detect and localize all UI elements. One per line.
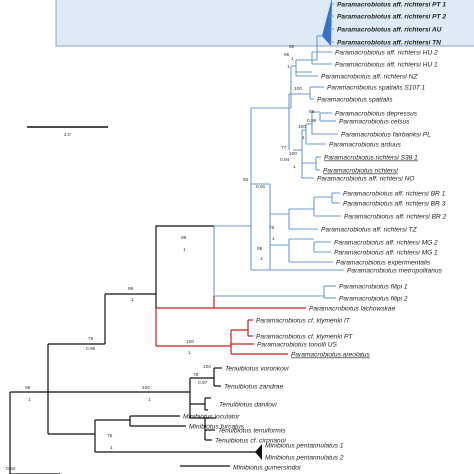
taxon-label: Tenuibiotus voronkovi — [225, 366, 289, 373]
minibiotus-triangle — [255, 444, 262, 460]
support-value: 1 — [287, 64, 290, 70]
support-value: 77 — [281, 145, 287, 151]
support-value: 1 — [188, 350, 191, 356]
support-value: 1 — [260, 256, 263, 262]
support-value: 76 — [107, 433, 113, 439]
support-values: 80 1 95 1 100 86 0.99 100 1 77 0.94 100 … — [6, 44, 317, 472]
taxon-label: Tenuibiotus tenuiformis — [218, 428, 286, 435]
taxon-label: Minibiotus gumersindoi — [233, 465, 301, 472]
support-value: 1 — [272, 236, 275, 242]
support-value: 100 — [142, 385, 150, 391]
taxon-label: Paramacrobiotus aff. richtersi BR 3 — [343, 201, 446, 208]
taxon-label: Paramacrobiotus aff. richtersi BR 2 — [344, 214, 447, 221]
black-branches — [9, 225, 262, 474]
taxon-label: Paramacrobiotus depressus — [335, 111, 418, 118]
taxon-label: Paramacrobiotus spatialis S107 1 — [327, 85, 426, 92]
taxon-label: Paramacrobiotus richtersi — [323, 168, 398, 175]
taxon-label: Paramacrobiotus arduus — [329, 142, 402, 149]
taxon-label: Paramacrobiotus fairbanksi PL — [341, 132, 431, 139]
support-value: 50 — [243, 177, 249, 183]
support-value: 100 — [298, 124, 306, 130]
taxon-label: Paramacrobiotus aff. richtersi MG 1 — [334, 250, 438, 257]
blue-clade-branches — [213, 51, 344, 299]
support-value: 75 — [88, 336, 94, 342]
taxon-label: Tenuibiotus zandrae — [224, 384, 283, 391]
taxon-label: Paramacrobiotus experimentalis — [336, 260, 431, 267]
support-value: 0.97 — [198, 380, 208, 386]
support-value: 100 — [289, 151, 297, 157]
support-value: 1 — [148, 397, 151, 403]
taxon-label: Paramacrobiotus aff. richtersi TN — [337, 40, 441, 47]
taxon-label: Minibiotus pentannulatus 2 — [265, 455, 344, 462]
taxon-label: Paramacrobiotus cf. klymenki IT — [256, 318, 351, 325]
support-value: 1 — [28, 397, 31, 403]
support-value: 1 — [302, 135, 305, 141]
highlighted-labels: Paramacrobiotus aff. richtersi PT 1 Para… — [337, 2, 446, 47]
taxon-label: Paramacrobiotus aff. richtersi PT 1 — [337, 2, 446, 9]
taxon-label: Paramacrobiotus spatialis — [317, 97, 393, 104]
taxon-label: Paramacrobiotus areolatus — [291, 352, 371, 359]
support-value: 76 — [269, 225, 275, 231]
support-value: 1 — [110, 445, 113, 451]
support-value: 0.91 — [256, 184, 266, 190]
support-value: 0.99 — [307, 118, 317, 124]
support-value: 100 — [294, 86, 302, 92]
support-value: 100 — [203, 364, 211, 370]
taxon-label: Paramacrobiotus aff. richtersi PT 2 — [337, 14, 446, 21]
taxon-label: Paramacrobiotus richtersi S38 1 — [324, 155, 418, 162]
taxon-label: Paramacrobiotus filipi 1 — [339, 284, 408, 291]
taxon-labels: Paramacrobiotus aff. richtersi HU 2 Para… — [183, 50, 447, 472]
taxon-label: Minibiotus ioculator — [183, 414, 240, 421]
scale-bar-label: 2.0 — [64, 132, 71, 138]
taxon-label: Paramacrobiotus celsus — [339, 119, 410, 126]
taxon-label: Paramacrobiotus tonolli US — [257, 342, 337, 349]
taxon-label: Paramacrobiotus metropolitanus — [347, 268, 443, 275]
support-value: 86 — [309, 109, 315, 115]
taxon-label: Paramacrobiotus aff. richtersi TZ — [321, 227, 418, 234]
support-value: 98 — [181, 235, 187, 241]
taxon-label: Paramacrobiotus filipi 2 — [339, 296, 408, 303]
support-value: 78 — [193, 372, 199, 378]
taxon-label: Minibiotus furcatus — [189, 424, 245, 431]
support-value: 98 — [257, 246, 263, 252]
support-value: 1 — [131, 297, 134, 303]
support-value: 80 — [289, 44, 295, 50]
red-clade-branches — [155, 296, 306, 355]
taxon-label: Paramacrobiotus aff. richtersi NZ — [321, 74, 418, 81]
taxon-label: Paramacrobiotus lachowskae — [309, 306, 395, 313]
taxon-label: Minibiotus pentannulatus 1 — [265, 443, 344, 450]
support-value: 0.96 — [86, 346, 96, 352]
taxon-label: Tenuibiotus cf. cirprianoi — [215, 438, 286, 445]
taxon-label: Paramacrobiotus cf. klymenki PT — [256, 334, 353, 341]
taxon-label: Paramacrobiotus aff. richtersi MG 2 — [334, 240, 438, 247]
support-value: 1 — [183, 247, 186, 253]
support-value: 100 — [186, 339, 194, 345]
support-value: 96 — [25, 385, 31, 391]
support-value: 95 — [284, 52, 290, 58]
support-value: 0.94 — [280, 157, 290, 163]
collapsed-clade-triangle — [322, 0, 332, 46]
support-value: 96 — [128, 286, 134, 292]
highlight-box — [55, 0, 474, 47]
taxon-label: Paramacrobiotus aff. richtersi NO — [317, 176, 414, 183]
support-value: 1 — [293, 164, 296, 170]
taxon-label: Paramacrobiotus aff. richtersi AU — [337, 27, 442, 34]
taxon-label: Tenuibiotus danilovi — [219, 402, 277, 409]
taxon-label: Paramacrobiotus aff. richtersi HU 2 — [335, 50, 438, 57]
taxon-label: Paramacrobiotus aff. richtersi HU 1 — [335, 62, 438, 69]
support-value: 1 — [291, 56, 294, 62]
support-value: 0.93 — [6, 466, 16, 472]
taxon-label: Paramacrobiotus aff. richtersi BR 1 — [343, 191, 446, 198]
